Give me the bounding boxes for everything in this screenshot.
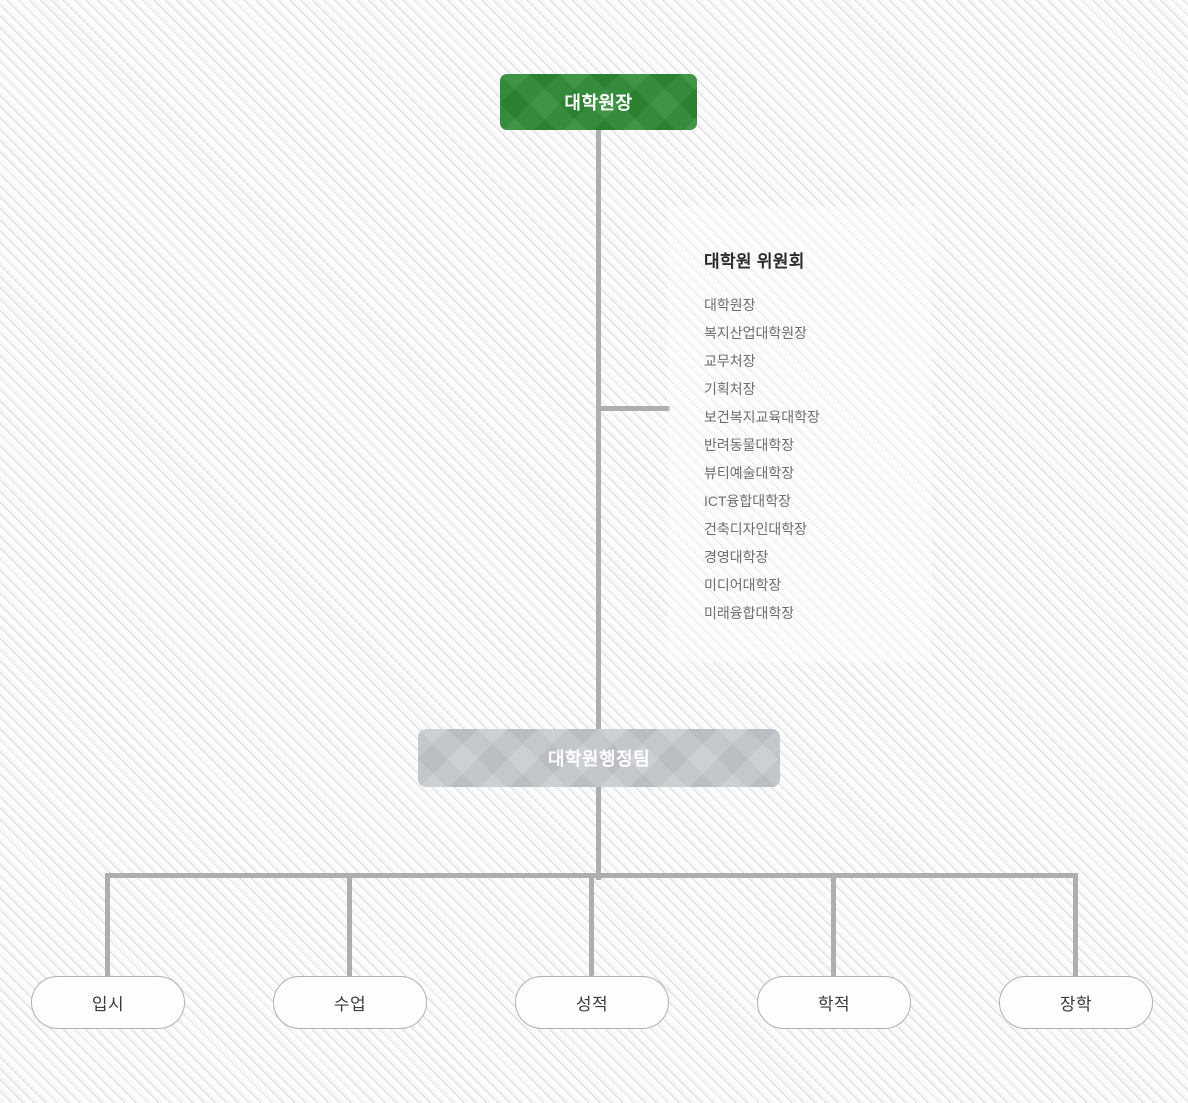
node-graduate-admin-team[interactable]: 대학원행정팀 bbox=[418, 729, 780, 787]
committee-member: 미디어대학장 bbox=[704, 577, 782, 593]
connector-drop-team-5 bbox=[1073, 873, 1078, 978]
connector-committee-branch bbox=[596, 406, 670, 411]
connector-drop-team-4 bbox=[831, 873, 836, 978]
committee-member: 경영대학장 bbox=[704, 549, 769, 565]
node-team-classes[interactable]: 수업 bbox=[273, 976, 427, 1029]
committee-member: 건축디자인대학장 bbox=[704, 521, 808, 537]
committee-member: 기획처장 bbox=[704, 381, 756, 397]
committee-member: 대학원장 bbox=[704, 297, 756, 313]
committee-member: 복지산업대학원장 bbox=[704, 325, 808, 341]
committee-member: 보건복지교육대학장 bbox=[704, 409, 820, 425]
node-team-admissions[interactable]: 입시 bbox=[31, 976, 185, 1029]
node-team-grades[interactable]: 성적 bbox=[515, 976, 669, 1029]
node-graduate-school-dean[interactable]: 대학원장 bbox=[500, 74, 697, 130]
connector-drop-team-2 bbox=[347, 873, 352, 978]
node-team-records[interactable]: 학적 bbox=[757, 976, 911, 1029]
committee-member-list: 대학원장 복지산업대학원장 교무처장 기획처장 보건복지교육대학장 반려동물대학… bbox=[704, 291, 932, 627]
committee-member: ICT융합대학장 bbox=[704, 493, 791, 509]
connector-main-spine bbox=[596, 126, 601, 880]
committee-member: 반려동물대학장 bbox=[704, 437, 795, 453]
node-team-scholarship[interactable]: 장학 bbox=[999, 976, 1153, 1029]
connector-drop-team-3 bbox=[589, 873, 594, 978]
connector-drop-team-1 bbox=[105, 873, 110, 978]
committee-panel: 대학원 위원회 대학원장 복지산업대학원장 교무처장 기획처장 보건복지교육대학… bbox=[668, 206, 932, 662]
committee-member: 미래융합대학장 bbox=[704, 605, 795, 621]
committee-member: 뷰티예술대학장 bbox=[704, 465, 795, 481]
committee-title: 대학원 위원회 bbox=[704, 252, 805, 271]
committee-member: 교무처장 bbox=[704, 353, 756, 369]
